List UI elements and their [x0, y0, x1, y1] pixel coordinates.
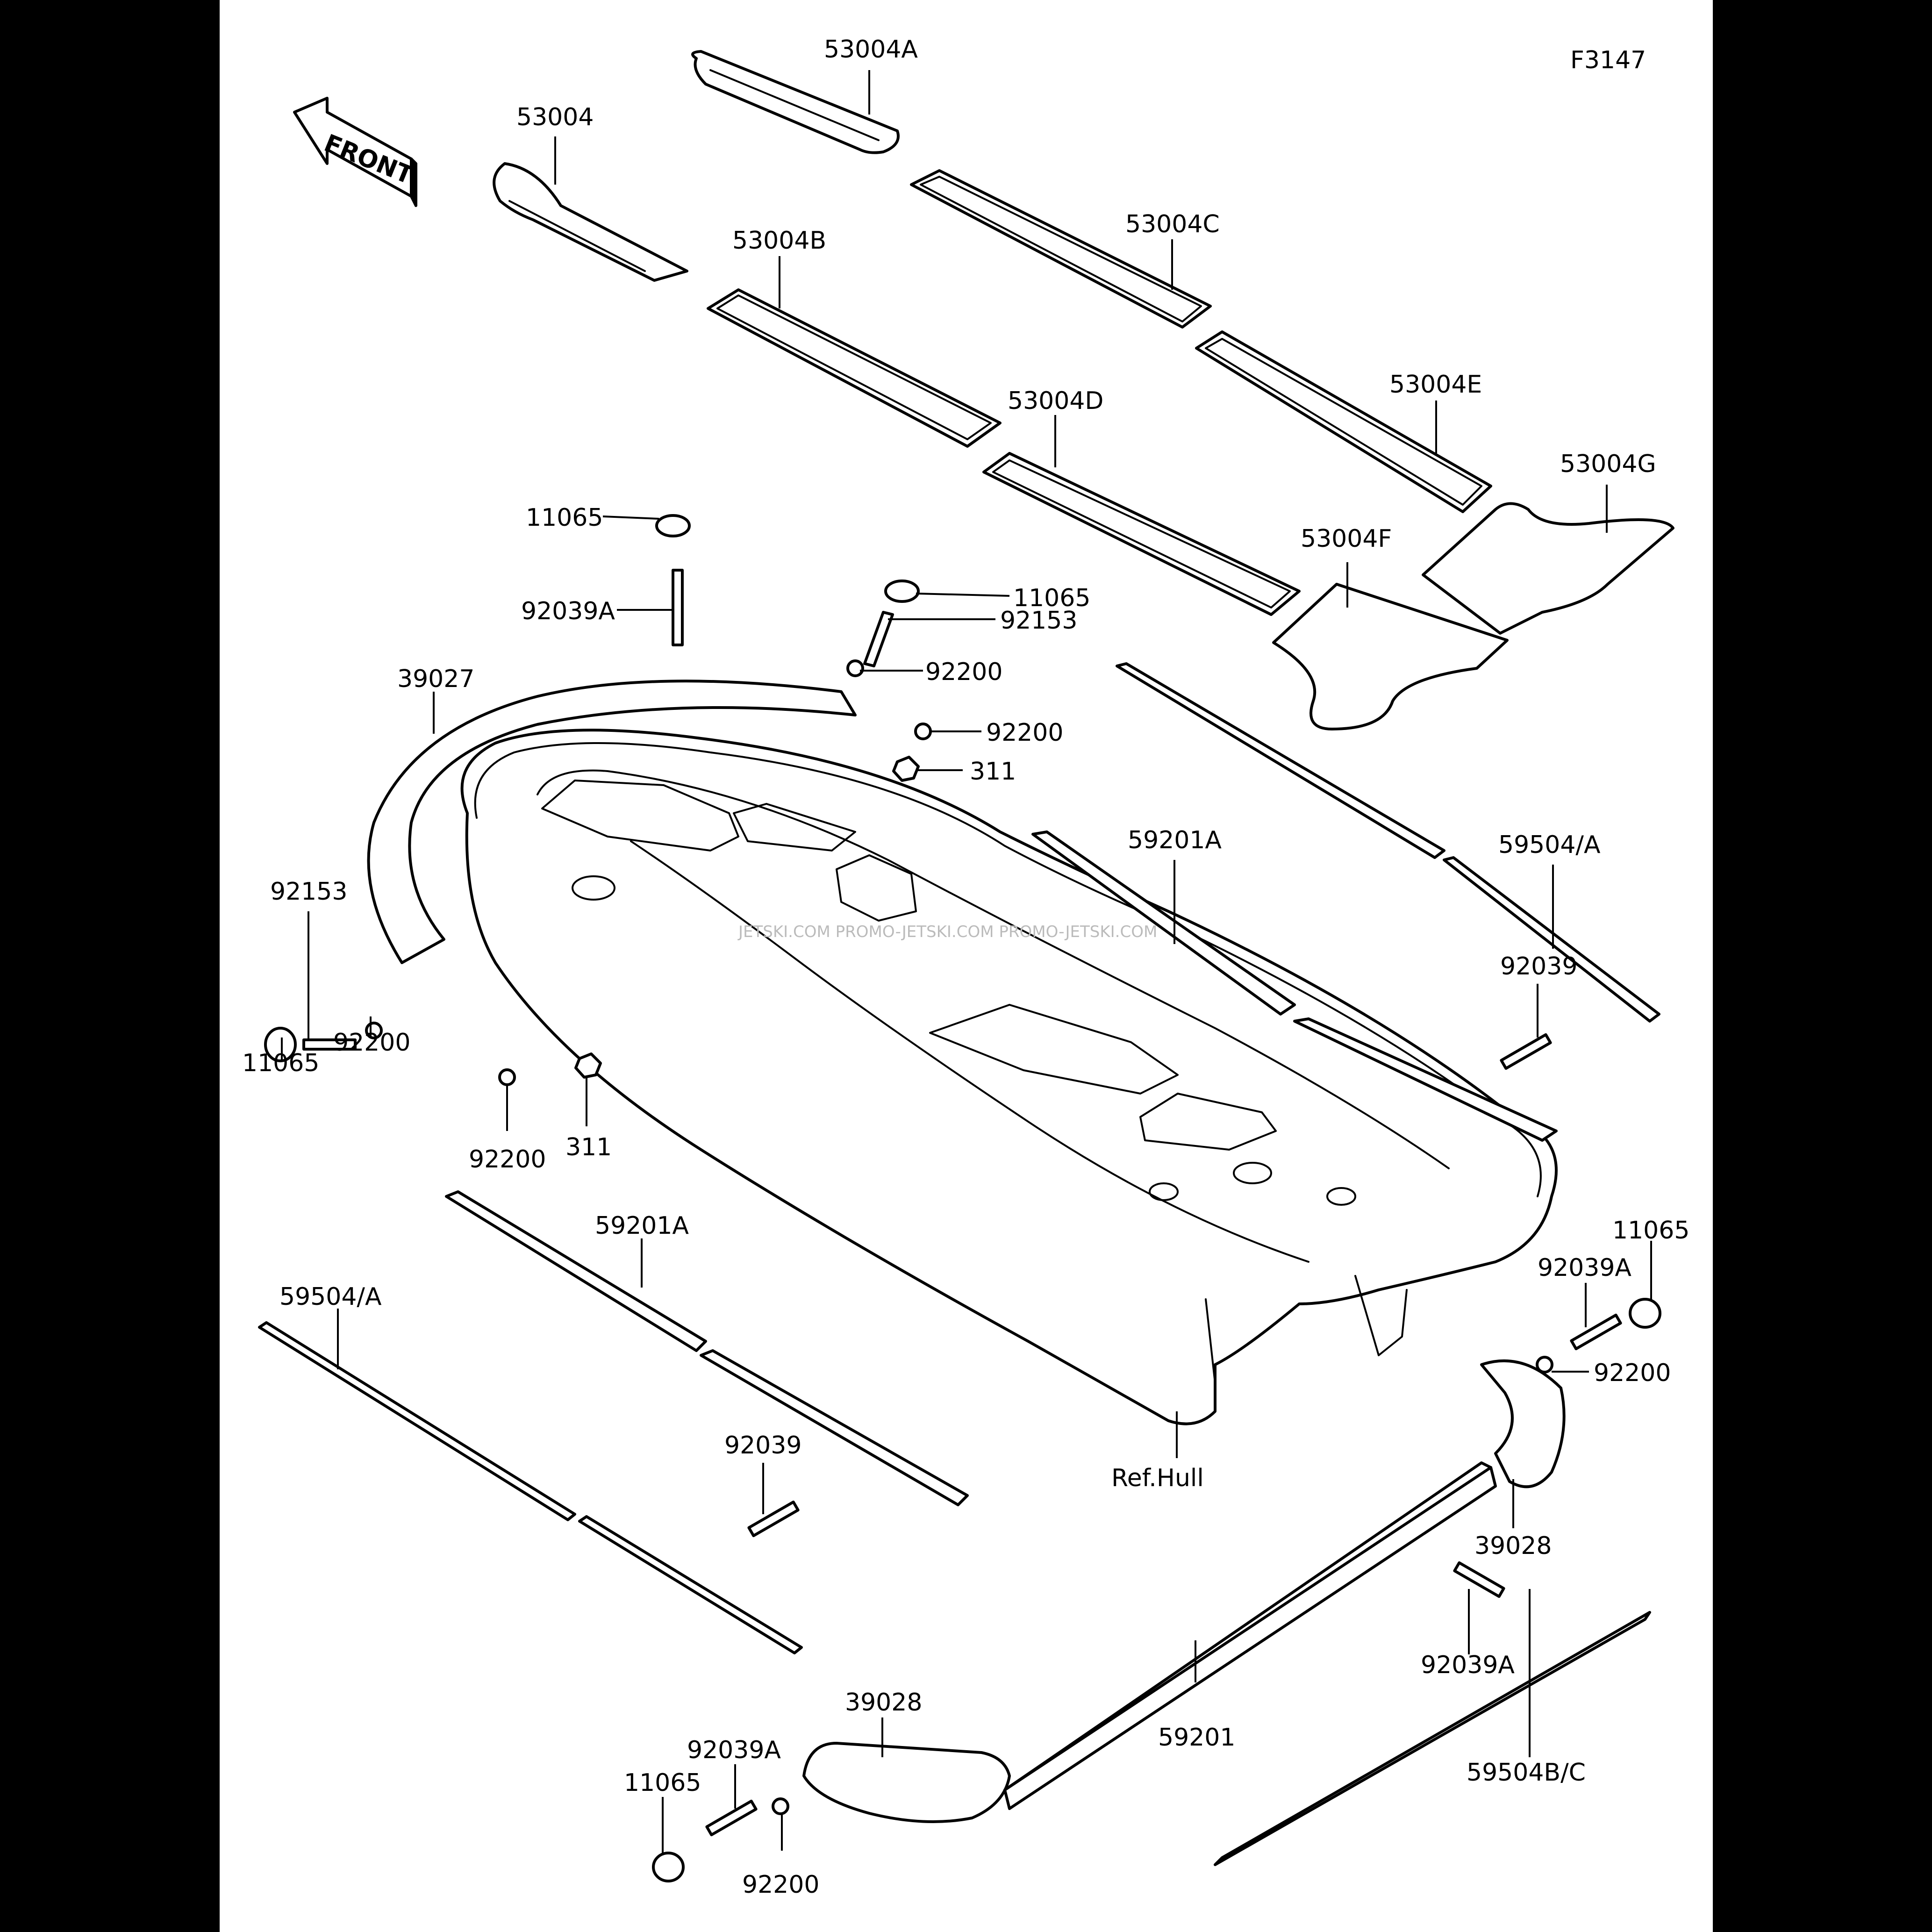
bumper-39028-right [1480, 1359, 1566, 1488]
callout-53004A: 53004A [824, 36, 918, 64]
callout-92039A-bottom: 92039A [1421, 1651, 1515, 1679]
leader-lines [281, 70, 1652, 1855]
callout-92200-rear-right: 92200 [1594, 1359, 1671, 1387]
callout-92039A-top: 92039A [521, 597, 615, 625]
figure-id: F3147 [1570, 46, 1646, 74]
callout-53004C: 53004C [1125, 210, 1220, 238]
callout-59504A-right: 59504/A [1498, 831, 1601, 859]
strip-59504BC [1214, 1611, 1651, 1866]
callout-92200-c: 92200 [469, 1145, 546, 1174]
cap-11065-mid-icon [884, 580, 920, 603]
watermark: JETSKI.COM PROMO-JETSKI.COM PROMO-JETSKI… [737, 923, 1157, 941]
rivet-92039-icon [705, 1033, 1622, 1837]
front-arrow-icon: FRONT [293, 97, 417, 207]
washer-icon [365, 659, 1553, 1815]
mat-53004C [910, 169, 1212, 329]
bumper-39027 [367, 680, 857, 964]
callout-59201: 59201 [1158, 1724, 1235, 1752]
callout-39027: 39027 [397, 665, 474, 693]
callout-311-b: 311 [565, 1133, 612, 1161]
callout-53004E: 53004E [1389, 371, 1482, 399]
bumper-39028-bottom [802, 1742, 1011, 1823]
mat-53004B [707, 288, 1002, 448]
callout-53004F: 53004F [1301, 525, 1392, 553]
callout-92039A-rear-left: 92039A [687, 1736, 781, 1764]
cap-11065-rear-left-icon [652, 1852, 685, 1882]
cap-11065-rear-right-icon [1629, 1298, 1661, 1329]
callout-53004: 53004 [516, 103, 594, 131]
callout-11065-rear-right: 11065 [1612, 1216, 1689, 1245]
mat-53004E [1195, 330, 1492, 513]
callout-59201A-right: 59201A [1128, 826, 1222, 854]
mat-53004A [691, 50, 900, 154]
strip-59504A-right [1116, 662, 1660, 1023]
callout-59201A-left: 59201A [595, 1212, 689, 1240]
rivet-92039A-top-icon [672, 569, 684, 646]
callout-92039-right: 92039 [1500, 952, 1577, 980]
callout-ref-hull: Ref.Hull [1111, 1464, 1204, 1492]
callout-92039A-rear-right: 92039A [1538, 1254, 1631, 1282]
sponson-59201A-right [1031, 830, 1558, 1142]
callout-53004B: 53004B [732, 227, 826, 255]
mat-53004 [493, 162, 688, 282]
callout-11065-top: 11065 [526, 504, 603, 532]
mat-53004D [982, 452, 1301, 616]
callout-92153-mid: 92153 [1000, 607, 1077, 635]
callout-39028-right: 39028 [1474, 1532, 1552, 1560]
callout-59504BC: 59504B/C [1467, 1759, 1586, 1787]
strip-59504A-left [258, 1321, 803, 1654]
bolt-92153-mid-icon [863, 611, 894, 667]
callout-92200-a: 92200 [925, 658, 1002, 686]
callout-59504A-left: 59504/A [279, 1283, 382, 1311]
bolt-92153-left-icon [302, 1038, 357, 1051]
callout-92039-left: 92039 [724, 1431, 801, 1460]
callout-92200-rear-left: 92200 [742, 1871, 819, 1899]
callout-39028-bottom: 39028 [845, 1689, 922, 1717]
cap-11065-left-icon [264, 1027, 297, 1062]
callout-92200-left: 92200 [333, 1029, 410, 1057]
cap-11065-top-icon [655, 514, 691, 537]
mat-53004G [1422, 502, 1674, 635]
nut-311-icon [574, 756, 920, 1079]
sponson-59201A-left [445, 1190, 969, 1506]
sponson-59201 [1003, 1461, 1497, 1810]
mat-53004F [1272, 583, 1509, 730]
callout-labels: 53004A 53004 53004B 53004C 53004D 53004E… [242, 36, 1689, 1899]
callout-11065-left: 11065 [242, 1049, 319, 1077]
callout-53004G: 53004G [1560, 450, 1656, 478]
hull [460, 729, 1558, 1425]
callout-92200-b: 92200 [986, 719, 1063, 747]
callout-92153-left: 92153 [270, 878, 347, 906]
callout-11065-rear-left: 11065 [624, 1769, 701, 1797]
callout-311-a: 311 [970, 758, 1016, 786]
callout-11065-mid: 11065 [1013, 584, 1090, 612]
callout-53004D: 53004D [1008, 387, 1103, 415]
